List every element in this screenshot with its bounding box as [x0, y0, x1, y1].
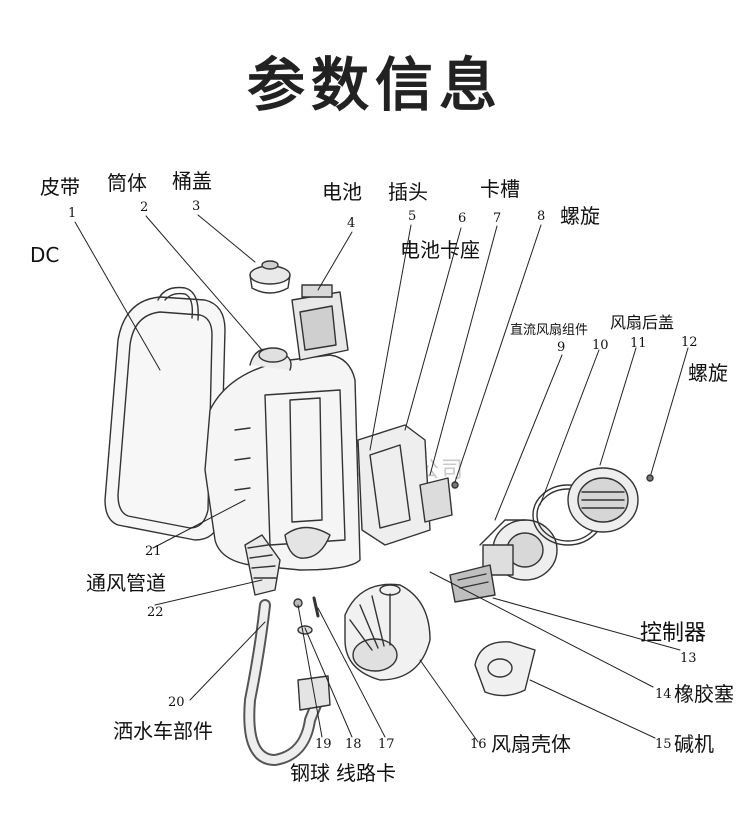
label-fan-shell: 风扇壳体 — [491, 732, 571, 756]
label-vent-pipe: 通风管道 — [86, 571, 166, 595]
small-fittings — [293, 596, 320, 635]
label-slot: 卡槽 — [480, 177, 520, 201]
label-sprinkler: 洒水车部件 — [113, 719, 213, 743]
belt-strap — [104, 286, 226, 541]
hose-assembly — [243, 599, 331, 766]
label-steel-ball: 钢球 — [290, 761, 330, 785]
label-dc-fan: 直流风扇组件 — [510, 323, 589, 338]
label-controller: 控制器 — [640, 621, 707, 646]
label-lid: 桶盖 — [172, 169, 212, 193]
label-plug: 插头 — [388, 180, 428, 204]
label-battery: 电池 — [322, 180, 362, 204]
tank-body — [204, 347, 361, 571]
part-number-2: 2 — [140, 200, 149, 215]
part-number-20: 20 — [168, 695, 185, 710]
page-title: 参数信息 — [246, 51, 503, 119]
label-rubber-plug: 橡胶塞 — [674, 682, 734, 706]
part-number-22: 22 — [147, 605, 164, 620]
screw-part — [451, 481, 459, 489]
label-screw-top: 螺旋 — [560, 204, 600, 228]
lid-part — [249, 260, 291, 294]
part-number-7: 7 — [493, 211, 502, 226]
part-number-19: 19 — [315, 737, 332, 752]
label-base: 碱机 — [674, 732, 714, 756]
battery-seat — [357, 424, 453, 546]
label-line-clip: 线路卡 — [336, 761, 396, 785]
part-number-10: 10 — [592, 338, 609, 353]
part-number-13: 13 — [680, 651, 697, 666]
label-dc: DC — [30, 243, 60, 267]
base-part — [474, 641, 536, 697]
fan-shell — [344, 583, 431, 681]
part-number-3: 3 — [192, 199, 201, 214]
screw-part — [646, 474, 654, 482]
fan-motor — [479, 519, 558, 581]
part-number-15: 15 — [655, 737, 672, 752]
label-barrel: 筒体 — [107, 171, 147, 195]
part-number-1: 1 — [68, 206, 77, 221]
part-number-18: 18 — [345, 737, 362, 752]
controller-board — [449, 564, 496, 603]
fan-rear-cover — [567, 467, 639, 533]
part-number-4: 4 — [347, 216, 356, 231]
part-number-11: 11 — [630, 336, 647, 351]
label-fan-cover: 风扇后盖 — [610, 313, 675, 332]
label-belt: 皮带 — [40, 175, 80, 199]
part-number-21: 21 — [145, 544, 162, 559]
part-number-14: 14 — [655, 687, 672, 702]
part-number-9: 9 — [557, 340, 566, 355]
leader-lines — [74, 214, 689, 743]
part-number-17: 17 — [378, 737, 395, 752]
part-number-12: 12 — [681, 335, 698, 350]
part-number-8: 8 — [537, 209, 546, 224]
vent-pipe — [244, 534, 281, 596]
part-number-5: 5 — [408, 209, 417, 224]
part-number-16: 16 — [470, 737, 487, 752]
battery-pack — [291, 284, 349, 361]
label-battery-seat: 电池卡座 — [400, 238, 480, 262]
part-number-6: 6 — [458, 211, 467, 226]
label-screw-right: 螺旋 — [688, 361, 728, 385]
